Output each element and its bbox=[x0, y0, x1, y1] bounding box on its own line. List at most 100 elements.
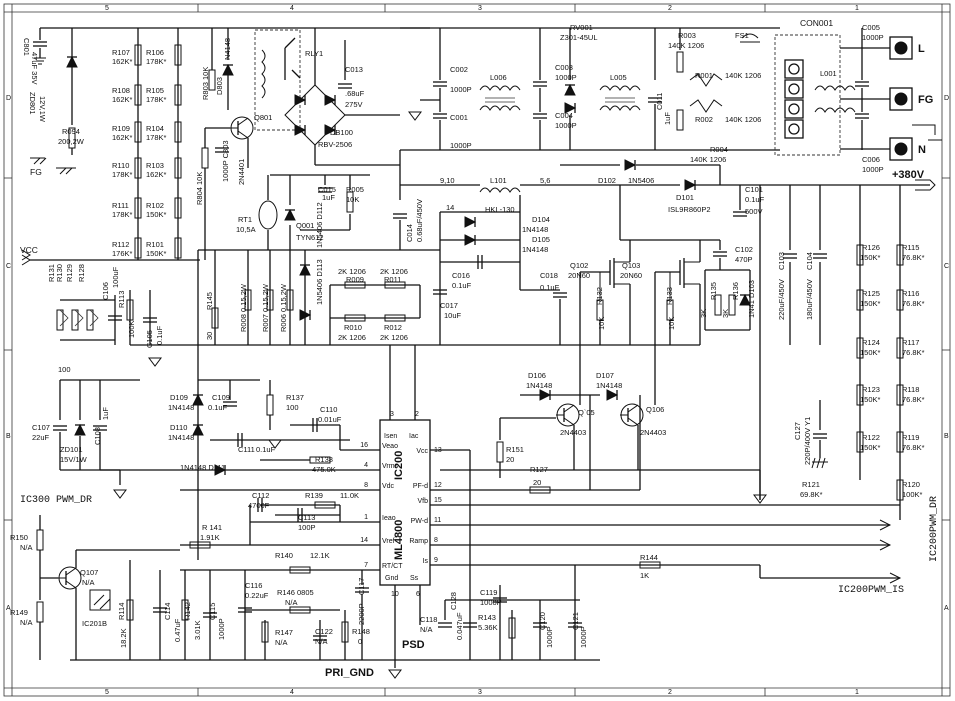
label-r010: R010 bbox=[344, 323, 362, 332]
label-r142v: 3.01K bbox=[193, 620, 202, 640]
label-c117v: 2200P bbox=[357, 603, 366, 625]
label-q105: Q`05 bbox=[578, 408, 595, 417]
net-plus380v: +380V bbox=[892, 169, 925, 181]
label-q106: Q106 bbox=[646, 405, 664, 414]
label-r114: R114 bbox=[117, 603, 126, 620]
label-c116: C116 bbox=[245, 581, 262, 590]
label-c105v: 0.1uF bbox=[155, 325, 164, 345]
ic-pin-ieao: Ieao bbox=[382, 515, 396, 522]
label-r106: R106 bbox=[146, 48, 164, 57]
label-c121v: 1000P bbox=[579, 626, 588, 648]
label-c006v: 1000P bbox=[862, 165, 884, 174]
label-c004: C004 bbox=[555, 111, 573, 120]
label-r115v: 76.8K* bbox=[902, 253, 925, 262]
ruler-left-b: B bbox=[6, 433, 11, 440]
label-r122v: 150K* bbox=[860, 443, 881, 452]
label-l005: L005 bbox=[610, 73, 627, 82]
label-r125v: 150K* bbox=[860, 299, 881, 308]
label-c014v: 0.68uF/450V bbox=[415, 199, 424, 242]
label-l101p: HKL-130 bbox=[485, 205, 515, 214]
ic-pin-num-left-5: 7 bbox=[364, 562, 368, 569]
label-r141: R 141 bbox=[202, 523, 222, 532]
label-rv001: RV001 bbox=[570, 23, 593, 32]
label-q102: Q102 bbox=[570, 261, 588, 270]
label-c107: C107 bbox=[32, 423, 50, 432]
label-q103p: 20N60 bbox=[620, 271, 642, 280]
label-c002: C002 bbox=[450, 65, 468, 74]
ruler-top-1: 1 bbox=[855, 5, 859, 12]
label-q106p: 2N4403 bbox=[640, 428, 666, 437]
label-d110: D110 bbox=[170, 423, 187, 432]
net-vcc: VCC bbox=[20, 245, 38, 255]
label-c118: C118 bbox=[420, 615, 437, 624]
label-r003: R003 bbox=[678, 31, 696, 40]
label-c003: C003 bbox=[555, 63, 573, 72]
label-c102: C102 bbox=[735, 245, 753, 254]
label-c102v: 470P bbox=[735, 255, 753, 264]
label-c108: C108 bbox=[93, 427, 102, 445]
label-d110p: 1N4148 bbox=[168, 433, 194, 442]
ic-pin-num-top-1: 2 bbox=[415, 411, 419, 418]
label-c017v: 10uF bbox=[444, 311, 462, 320]
label-l001: L001 bbox=[820, 69, 837, 78]
label-rly1: RLY1 bbox=[305, 49, 323, 58]
label-c120v: 1000P bbox=[545, 626, 554, 648]
label-r146v: N/A bbox=[285, 598, 298, 607]
label-l101a: 9,10 bbox=[440, 176, 455, 185]
label-rv100: 100 bbox=[58, 365, 71, 374]
label-c115: C115 bbox=[208, 603, 217, 620]
label-r111v: 178K* bbox=[112, 210, 133, 219]
label-r103v: 162K* bbox=[146, 170, 167, 179]
ruler-left-a: A bbox=[6, 605, 11, 612]
label-c006: C006 bbox=[862, 155, 880, 164]
label-fs1: FS1 bbox=[735, 31, 749, 40]
label-r127: R127 bbox=[530, 465, 548, 474]
label-d109: D109 bbox=[170, 393, 188, 402]
label-r144v: 1K bbox=[640, 571, 649, 580]
label-d105: D105 bbox=[532, 235, 550, 244]
label-c016v: 0.1uF bbox=[452, 281, 472, 290]
ic-pin-num-right-1: 12 bbox=[434, 482, 442, 489]
label-r120: R120 bbox=[902, 480, 920, 489]
ic-pin-num-bottom-0: 10 bbox=[391, 591, 399, 598]
label-c110v: 0.01uF bbox=[318, 415, 342, 424]
ruler-top-3: 3 bbox=[478, 5, 482, 12]
label-c103v: 220uF/450V bbox=[777, 279, 786, 320]
label-d109p: 1N4148 bbox=[168, 403, 194, 412]
label-r147: R147 bbox=[275, 628, 293, 637]
label-c111v: 0.1uF bbox=[256, 445, 276, 454]
label-r104: R104 bbox=[146, 124, 164, 133]
ruler-left-d: D bbox=[6, 95, 11, 102]
ic-pin-num-right-3: 11 bbox=[434, 517, 441, 524]
ic-pin-rt-ct: RT/CT bbox=[382, 563, 403, 570]
label-r146: R146 0805 bbox=[277, 588, 314, 597]
ml4800-ic-body bbox=[379, 419, 431, 586]
ic-pin-vfb: Vfb bbox=[417, 498, 428, 505]
label-q001: Q001 bbox=[296, 221, 314, 230]
label-c011: C011 bbox=[655, 93, 664, 110]
label-c018: C018 bbox=[540, 271, 558, 280]
label-c005v: 1000P bbox=[862, 33, 884, 42]
label-c127: C127 bbox=[793, 422, 802, 440]
ruler-right-d: D bbox=[944, 95, 949, 102]
label-r114v: 18.2K bbox=[119, 628, 128, 648]
ic-pin-num-left-4: 14 bbox=[360, 537, 368, 544]
ic-pin-gnd: Gnd bbox=[385, 575, 398, 582]
label-r113: R113 bbox=[117, 291, 126, 308]
label-r003v: 140K 1206 bbox=[668, 41, 704, 50]
label-c122: C122 bbox=[315, 627, 333, 636]
label-zd101: ZD101 bbox=[60, 445, 83, 454]
label-c015: C015 bbox=[318, 185, 336, 194]
ic-part: ML4800 bbox=[393, 520, 405, 560]
label-r124: R124 bbox=[862, 338, 880, 347]
label-c113v: 100P bbox=[298, 523, 316, 532]
label-l006: L006 bbox=[490, 73, 507, 82]
label-c117: C117 bbox=[357, 578, 366, 595]
label-c106: C106 bbox=[101, 282, 110, 300]
label-r150v: N/A bbox=[20, 543, 33, 552]
label-r009: R009 bbox=[346, 275, 364, 284]
label-r008: R008 0.15,2W bbox=[239, 283, 248, 332]
terminal-n: N bbox=[918, 144, 926, 156]
label-r001: R001 bbox=[695, 71, 713, 80]
